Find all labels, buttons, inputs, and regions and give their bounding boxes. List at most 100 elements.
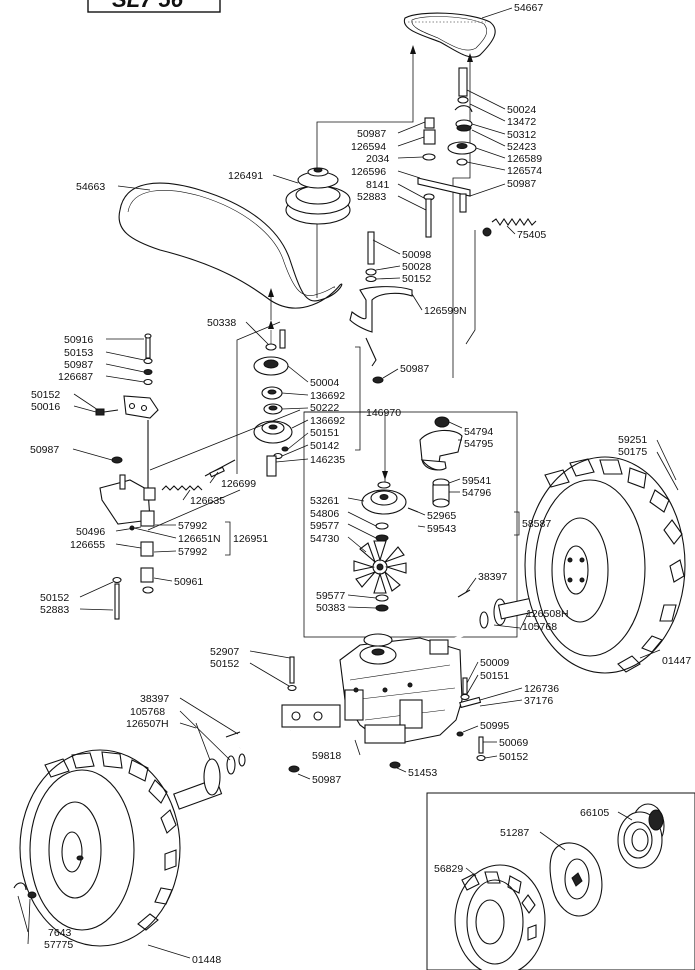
label-105768-b: 105768 xyxy=(130,706,165,718)
label-126574: 126574 xyxy=(507,165,542,177)
label-50151: 50151 xyxy=(310,427,339,439)
label-54730: 54730 xyxy=(310,533,339,545)
label-50987-c: 50987 xyxy=(64,359,93,371)
inset-wheel-parts xyxy=(454,803,665,970)
label-52883-b: 52883 xyxy=(40,604,69,616)
label-126594: 126594 xyxy=(351,141,386,153)
label-50142: 50142 xyxy=(310,440,339,452)
label-50987: 50987 xyxy=(507,178,536,190)
label-54794: 54794 xyxy=(464,426,493,438)
label-126589: 126589 xyxy=(507,153,542,165)
label-37176: 37176 xyxy=(524,695,553,707)
label-52423: 52423 xyxy=(507,141,536,153)
label-58587: 58587 xyxy=(522,518,551,530)
label-50152: 50152 xyxy=(402,273,431,285)
label-50916: 50916 xyxy=(64,334,93,346)
label-38397-b: 38397 xyxy=(140,693,169,705)
label-54806: 54806 xyxy=(310,508,339,520)
pulley-126491 xyxy=(285,167,351,225)
belt-54667 xyxy=(403,12,496,58)
label-7643: 7643 xyxy=(48,927,72,939)
transmission-59818 xyxy=(281,633,463,744)
label-126655: 126655 xyxy=(70,539,105,551)
label-126507H: 126507H xyxy=(126,718,169,730)
leader-lines xyxy=(17,7,679,959)
label-56829: 56829 xyxy=(434,863,463,875)
label-50152-c: 50152 xyxy=(40,592,69,604)
lever-assembly xyxy=(95,333,236,620)
label-50028: 50028 xyxy=(402,261,431,273)
label-01447: 01447 xyxy=(662,655,691,667)
label-50024: 50024 xyxy=(507,104,536,116)
label-59543: 59543 xyxy=(427,523,456,535)
label-8141: 8141 xyxy=(366,179,390,191)
label-50151-b: 50151 xyxy=(480,670,509,682)
label-105768: 105768 xyxy=(522,621,557,633)
wheel-01448 xyxy=(13,749,181,947)
label-50009: 50009 xyxy=(480,657,509,669)
label-75405: 75405 xyxy=(517,229,546,241)
label-50152-e: 50152 xyxy=(499,751,528,763)
label-50175: 50175 xyxy=(618,446,647,458)
label-66105: 66105 xyxy=(580,807,609,819)
tensioner-126599N xyxy=(349,231,413,384)
label-2034: 2034 xyxy=(366,153,390,165)
label-136692: 136692 xyxy=(310,390,345,402)
label-59818: 59818 xyxy=(312,750,341,762)
label-126736: 126736 xyxy=(524,683,559,695)
label-59541: 59541 xyxy=(462,475,491,487)
label-50383: 50383 xyxy=(316,602,345,614)
hub-126507H xyxy=(173,731,246,810)
label-59251: 59251 xyxy=(618,434,647,446)
label-126508H: 126508H xyxy=(526,608,569,620)
label-126491: 126491 xyxy=(228,170,263,182)
label-13472: 13472 xyxy=(507,116,536,128)
label-50987-e: 50987 xyxy=(400,363,429,375)
label-126951: 126951 xyxy=(233,533,268,545)
label-54663: 54663 xyxy=(76,181,105,193)
label-52907: 52907 xyxy=(210,646,239,658)
label-50153: 50153 xyxy=(64,347,93,359)
label-50098: 50098 xyxy=(402,249,431,261)
label-50069: 50069 xyxy=(499,737,528,749)
label-54667: 54667 xyxy=(514,2,543,14)
label-126596: 126596 xyxy=(351,166,386,178)
label-51453: 51453 xyxy=(408,767,437,779)
title-box: SL7 56 xyxy=(87,0,221,13)
label-136692-b: 136692 xyxy=(310,415,345,427)
label-126687: 126687 xyxy=(58,371,93,383)
label-57775: 57775 xyxy=(44,939,73,951)
label-54795: 54795 xyxy=(464,438,493,450)
label-126599N: 126599N xyxy=(424,305,467,317)
label-50338: 50338 xyxy=(207,317,236,329)
label-126699: 126699 xyxy=(221,478,256,490)
label-54796: 54796 xyxy=(462,487,491,499)
part-labels: 54667 50024 13472 50312 52423 126589 126… xyxy=(30,2,691,966)
label-50152-b: 50152 xyxy=(31,389,60,401)
label-126635: 126635 xyxy=(190,495,225,507)
label-01448: 01448 xyxy=(192,954,221,966)
label-50987-b: 50987 xyxy=(357,128,386,140)
label-38397: 38397 xyxy=(478,571,507,583)
label-126651N: 126651N xyxy=(178,533,221,545)
label-50987-f: 50987 xyxy=(312,774,341,786)
belt-54663 xyxy=(118,182,343,309)
label-50496: 50496 xyxy=(76,526,105,538)
label-52883: 52883 xyxy=(357,191,386,203)
label-52965: 52965 xyxy=(427,510,456,522)
label-50995: 50995 xyxy=(480,720,509,732)
label-50961: 50961 xyxy=(174,576,203,588)
label-51287: 51287 xyxy=(500,827,529,839)
label-50152-d: 50152 xyxy=(210,658,239,670)
label-146970: 146970 xyxy=(366,407,401,419)
label-50312: 50312 xyxy=(507,129,536,141)
wheel-01447 xyxy=(524,456,686,674)
label-57992-b: 57992 xyxy=(178,546,207,558)
label-146235: 146235 xyxy=(310,454,345,466)
label-59577: 59577 xyxy=(310,520,339,532)
label-59577-b: 59577 xyxy=(316,590,345,602)
fan-assembly xyxy=(353,416,463,612)
label-53261: 53261 xyxy=(310,495,339,507)
label-57992: 57992 xyxy=(178,520,207,532)
